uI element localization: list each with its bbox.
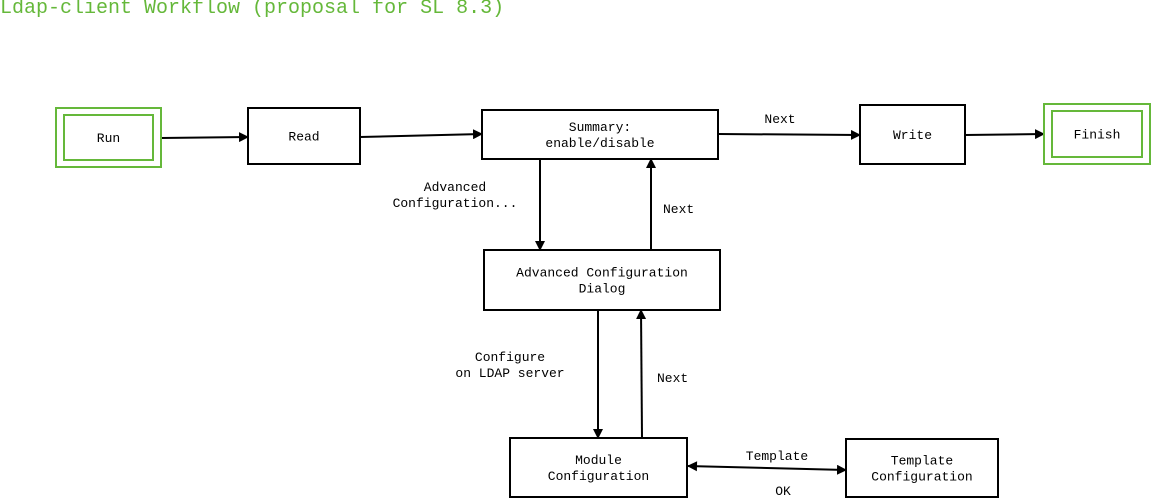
edge-label-line-1: Advanced (424, 180, 486, 195)
edge-module-to-template: Template (686, 449, 847, 475)
edge-summary-to-advanced: AdvancedConfiguration... (393, 159, 545, 251)
edge-label-line-1: Configure (475, 350, 545, 365)
arrow-line (717, 129, 861, 140)
node-box (859, 104, 966, 165)
node-label-line-1: Template (891, 454, 953, 469)
edge-read-to-summary (359, 129, 483, 140)
arrow-line (636, 309, 647, 439)
node-label-line-2: Configuration (871, 470, 972, 485)
node-write: Write (859, 104, 966, 165)
edge-label: Next (657, 371, 688, 386)
node-run: Run (55, 107, 162, 168)
edge-template-to-module: OK (775, 484, 791, 499)
node-label-line-1: Summary: (569, 120, 631, 135)
edge-label: Next (663, 202, 694, 217)
diagram-title: Ldap-client Workflow (proposal for SL 8.… (0, 0, 505, 20)
node-label-line-2: Dialog (579, 282, 626, 297)
node-box (247, 107, 361, 165)
arrow-line (964, 129, 1045, 140)
node-inner-border (63, 114, 154, 161)
node-read: Read (247, 107, 361, 165)
node-label: Finish (1074, 128, 1121, 143)
node-label: Run (97, 131, 120, 146)
edge-label: OK (775, 484, 791, 499)
edge-module-to-advanced: Next (636, 309, 688, 439)
edge-write-to-finish (964, 129, 1045, 140)
node-label-line-1: Module (575, 453, 622, 468)
node-box (845, 438, 999, 498)
arrow-line (686, 464, 847, 475)
edge-summary-to-write: Next (717, 112, 861, 140)
node-label: Write (893, 128, 932, 143)
edge-label: Next (764, 112, 795, 127)
arrow-line (359, 129, 483, 140)
node-finish: Finish (1043, 103, 1151, 165)
node-label-line-2: Configuration (548, 469, 649, 484)
node-label-line-2: enable/disable (545, 136, 654, 151)
node-box (509, 437, 688, 498)
node-summary: Summary:enable/disable (481, 109, 719, 160)
node-outer-border (55, 107, 162, 168)
node-outer-border (1043, 103, 1151, 165)
node-box (481, 109, 719, 160)
arrow-line (160, 132, 249, 143)
node-label: Read (288, 130, 319, 145)
edge-run-to-read (160, 132, 249, 143)
edge-label-line-2: Configuration... (393, 196, 518, 211)
edge-label: Template (746, 449, 808, 464)
edge-label-line-2: on LDAP server (455, 366, 564, 381)
node-inner-border (1051, 110, 1143, 158)
node-label-line-1: Advanced Configuration (516, 266, 688, 281)
node-box (483, 249, 721, 311)
edge-advanced-to-summary: Next (646, 158, 694, 250)
